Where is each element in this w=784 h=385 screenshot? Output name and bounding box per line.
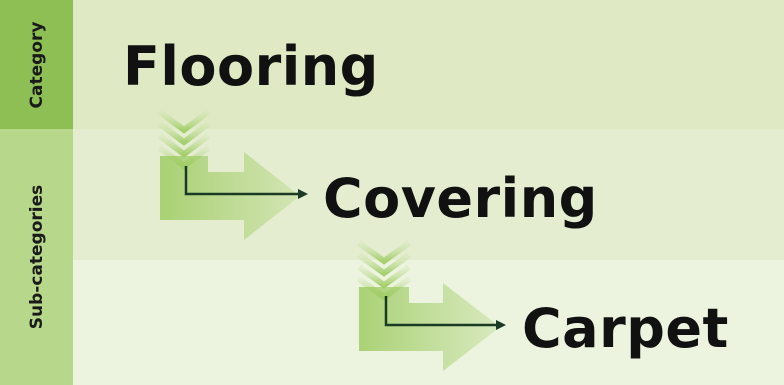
category-band: [0, 0, 784, 129]
chevron-down-icon: [158, 109, 210, 170]
subcategory-term-1: Covering: [323, 167, 598, 230]
arrow-flooring-to-covering: [158, 109, 308, 240]
category-term: Flooring: [123, 35, 379, 98]
block-arrow-shape: [160, 152, 300, 240]
arrowhead-icon: [496, 320, 506, 330]
subcategory-band-1: [0, 129, 784, 260]
subcategory-term-2: Carpet: [522, 297, 729, 360]
subcategories-side-bar: Sub-categories: [0, 129, 73, 385]
category-side-bar: Category: [0, 0, 73, 129]
arrow-covering-to-carpet: [357, 240, 506, 371]
block-arrow-shape: [359, 283, 500, 371]
arrowhead-icon: [298, 189, 308, 199]
